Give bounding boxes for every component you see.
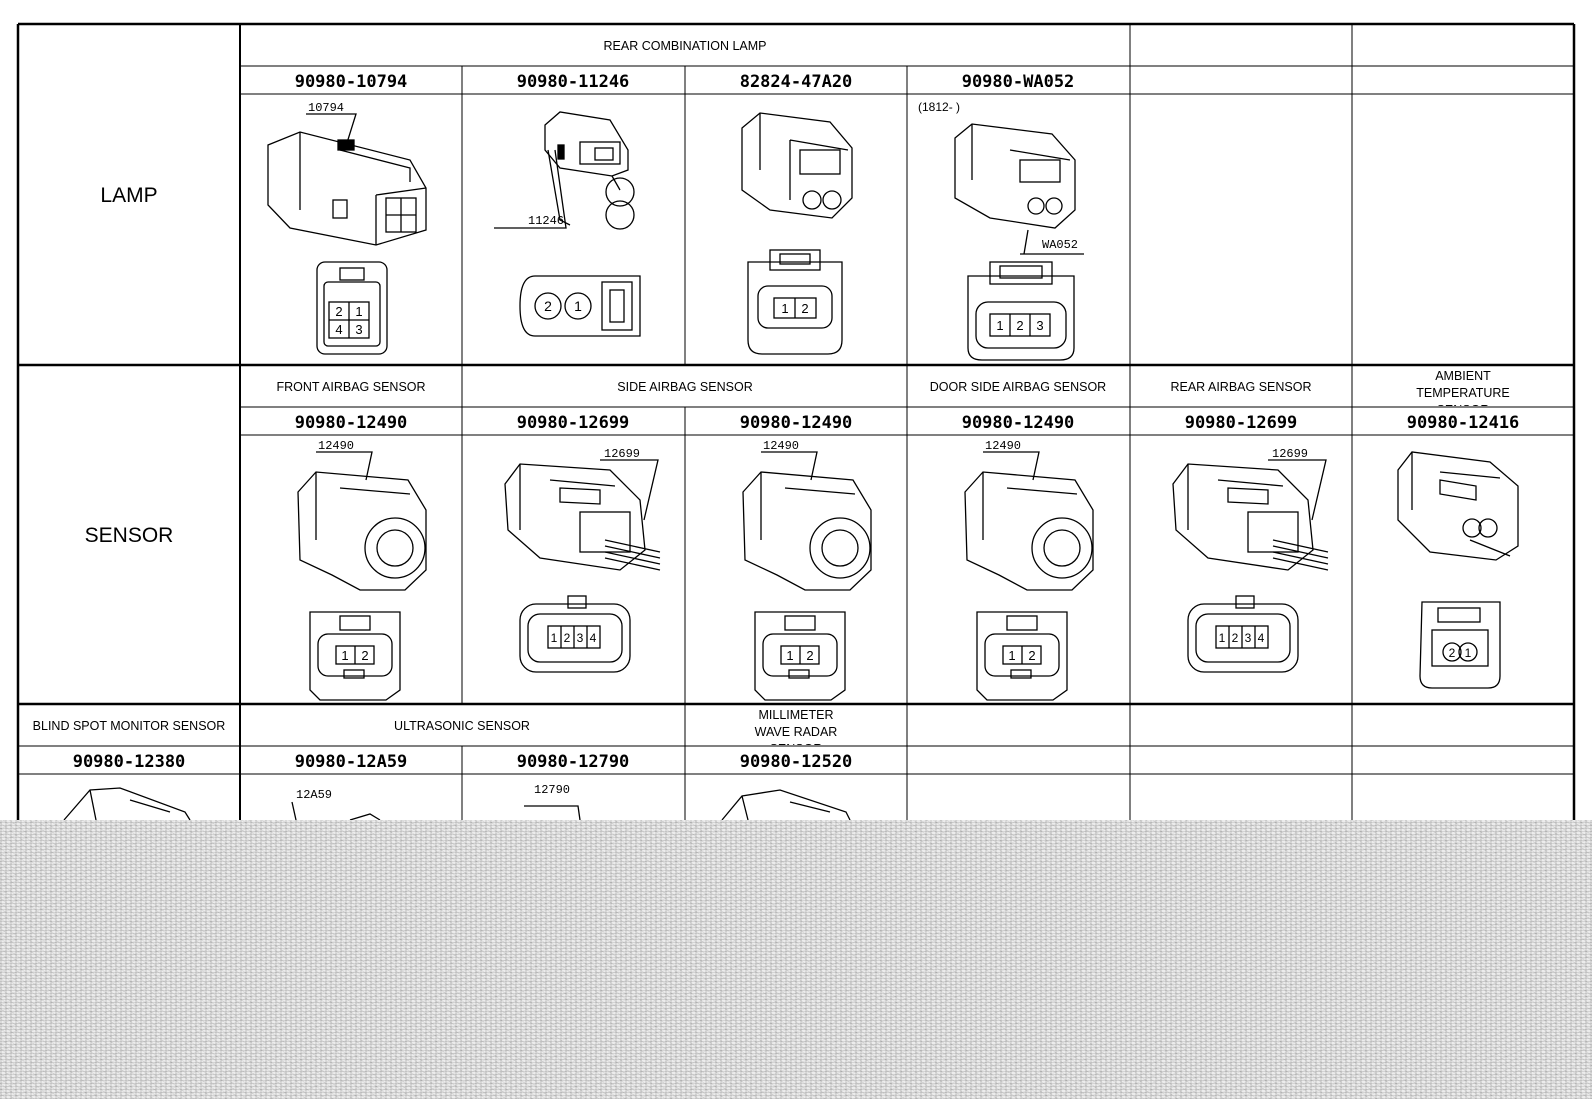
sensor-part-number: 90980-12699	[1185, 413, 1298, 433]
connector-drawing-wa052: (1812- ) WA052 1 2 3	[918, 100, 1084, 361]
pin-number: 3	[355, 322, 362, 337]
pin-number: 2	[361, 648, 368, 663]
callout-label: 12790	[534, 783, 570, 797]
sensor-group-label: DOOR SIDE AIRBAG SENSOR	[930, 380, 1106, 394]
connector-drawing-47a20: 1 2	[741, 112, 853, 355]
row-label-sensor: SENSOR	[85, 524, 174, 547]
pin-number: 2	[1232, 631, 1239, 645]
pin-number: 4	[1258, 631, 1265, 645]
pin-number: 2	[335, 304, 342, 319]
scan-noise-area	[0, 820, 1592, 1099]
pin-number: 3	[577, 631, 584, 645]
pin-number: 2	[806, 648, 813, 663]
sensor-group-label: REAR AIRBAG SENSOR	[1170, 380, 1311, 394]
pin-number: 3	[1036, 318, 1043, 333]
sensor-group-label: MILLIMETER WAVE RADAR SENSOR	[754, 708, 838, 745]
connector-drawing-10794: 10794 2 1 4 3	[267, 101, 427, 355]
pin-number: 1	[551, 631, 558, 645]
pin-number: 1	[996, 318, 1003, 333]
sensor-part-number: 90980-12699	[517, 413, 630, 433]
callout-label: 12490	[985, 439, 1021, 453]
lamp-part-number: 82824-47A20	[740, 72, 853, 92]
pin-number: 3	[1245, 631, 1252, 645]
callout-label: 12699	[1272, 447, 1308, 461]
pin-number: 2	[544, 298, 552, 314]
sensor-part-number: 90980-12416	[1407, 413, 1520, 433]
sensor-group-label: ULTRASONIC SENSOR	[394, 719, 530, 733]
sensor-group-label: BLIND SPOT MONITOR SENSOR	[33, 719, 226, 733]
callout-label: 12699	[604, 447, 640, 461]
pin-number: 4	[590, 631, 597, 645]
callout-label: WA052	[1042, 238, 1078, 252]
sensor-part-number: 90980-12490	[740, 413, 853, 433]
sensor-group-label: FRONT AIRBAG SENSOR	[276, 380, 425, 394]
lamp-part-number: 90980-11246	[517, 72, 630, 92]
pin-number: 2	[1016, 318, 1023, 333]
connector-drawing-12699: 12699 1 2 3 4	[504, 447, 661, 673]
connector-drawing-12416: 2 1	[1397, 451, 1519, 689]
pin-number: 4	[335, 322, 342, 337]
sensor-group-label: SIDE AIRBAG SENSOR	[617, 380, 752, 394]
pin-number: 1	[1465, 646, 1472, 660]
connector-drawing-11246: 11246 2 1	[494, 111, 641, 337]
sensor-part-number: 90980-12490	[295, 413, 408, 433]
callout-label: 12490	[318, 439, 354, 453]
callout-label: 12A59	[296, 788, 332, 802]
pin-number: 2	[1028, 648, 1035, 663]
sensor-part-number: 90980-12520	[740, 752, 853, 772]
callout-label: 10794	[308, 101, 344, 115]
sensor-part-number: 90980-12A59	[295, 752, 408, 772]
pin-number: 2	[801, 301, 808, 316]
lamp-part-number: 90980-WA052	[962, 72, 1075, 92]
pin-number: 2	[1449, 646, 1456, 660]
date-range: (1812- )	[918, 100, 960, 114]
pin-number: 1	[355, 304, 362, 319]
connector-drawing-12490: 12490 1 2	[742, 439, 872, 701]
pin-number: 2	[564, 631, 571, 645]
pin-number: 1	[341, 648, 348, 663]
callout-label: 12490	[763, 439, 799, 453]
pin-number: 1	[1219, 631, 1226, 645]
pin-number: 1	[574, 298, 582, 314]
pin-number: 1	[781, 301, 788, 316]
connector-drawing-12a59: 12A59	[291, 788, 381, 821]
sensor-part-number: 90980-12490	[962, 413, 1075, 433]
connector-drawing-12790: 12790	[524, 783, 581, 821]
pin-number: 1	[786, 648, 793, 663]
callout-label: 11246	[528, 214, 564, 228]
row-label-lamp: LAMP	[100, 184, 157, 207]
sensor-group-label: AMBIENT TEMPERATURE SENSOR	[1416, 369, 1510, 406]
connector-drawing-12380	[63, 787, 191, 821]
connector-drawing-12699: 12699 1 2 3 4	[1172, 447, 1329, 673]
connector-drawing-12490: 12490 1 2	[964, 439, 1094, 701]
lamp-part-number: 90980-10794	[295, 72, 408, 92]
sensor-part-number: 90980-12790	[517, 752, 630, 772]
connector-drawing-12520	[721, 789, 851, 821]
connector-drawing-12490: 12490 1 2	[297, 439, 427, 701]
lamp-group-label: REAR COMBINATION LAMP	[604, 39, 767, 53]
pin-number: 1	[1008, 648, 1015, 663]
sensor-part-number: 90980-12380	[73, 752, 186, 772]
